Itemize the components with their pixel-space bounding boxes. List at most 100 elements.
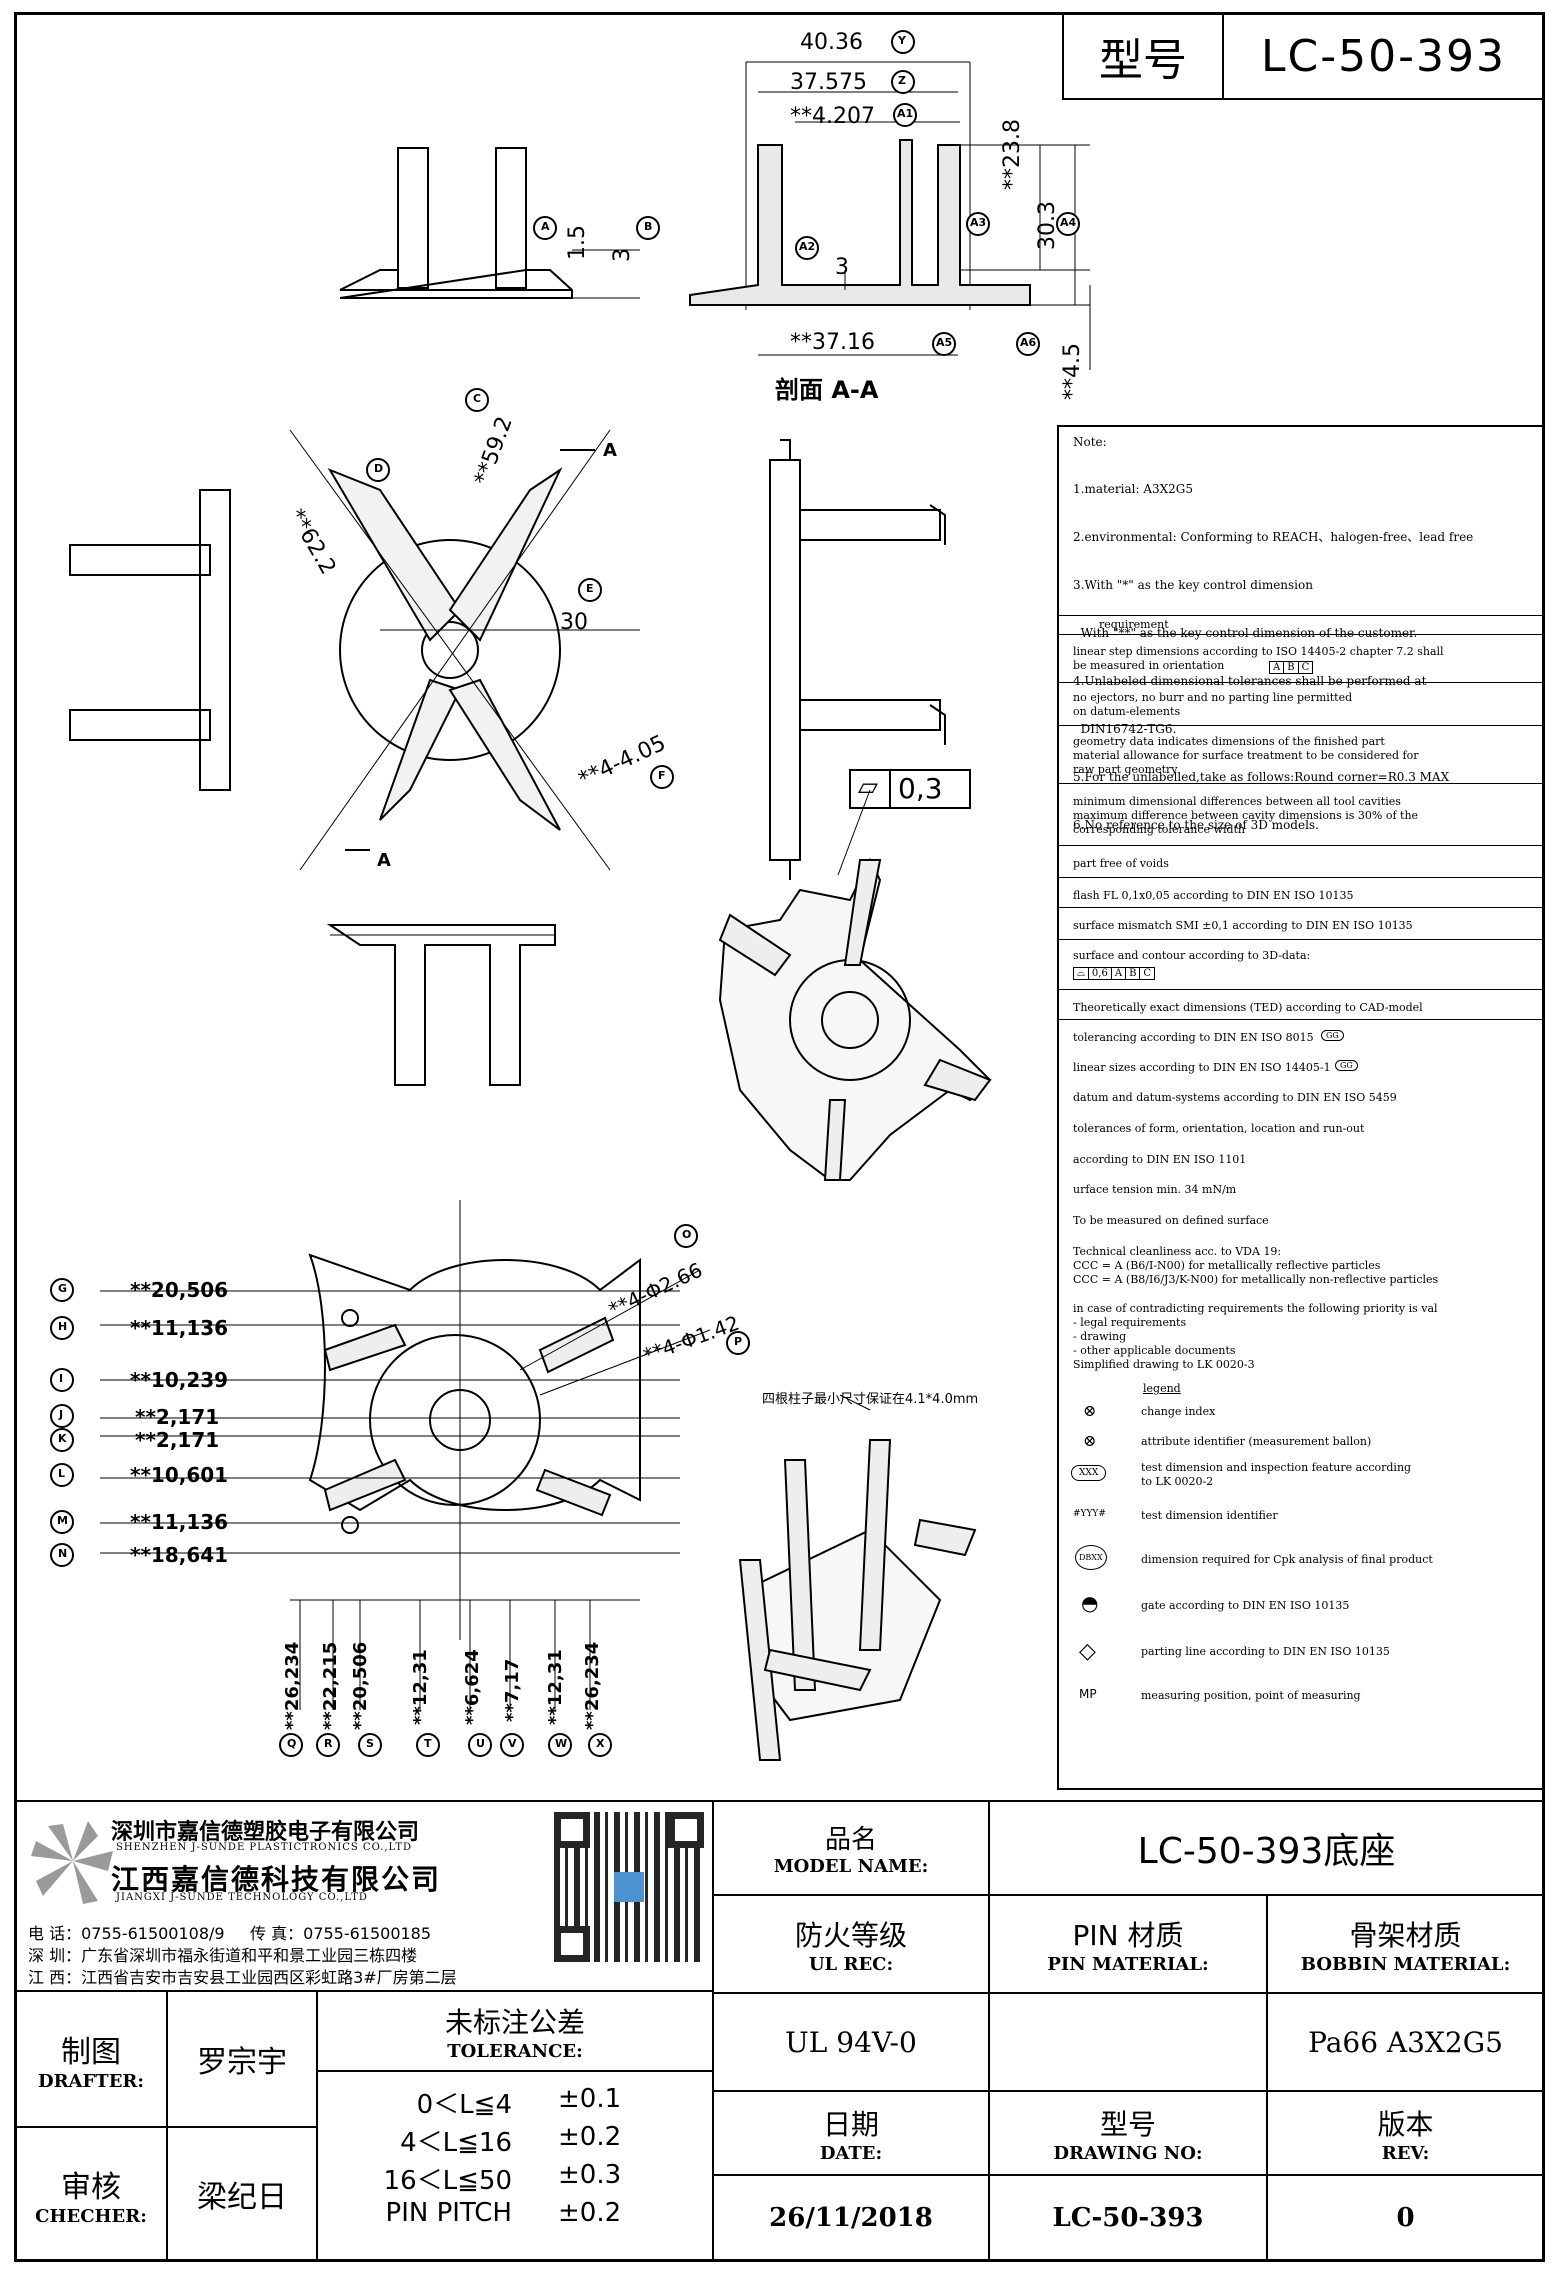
date-en: DATE: bbox=[819, 2142, 883, 2164]
contour-cell: A bbox=[1111, 967, 1127, 980]
company-name-sz: 深圳市嘉信德塑胶电子有限公司 bbox=[111, 1820, 420, 1845]
balloon-d: D bbox=[374, 462, 384, 475]
bobbin-cn: 骨架材质 bbox=[1349, 1918, 1462, 1952]
legend-text: parting line according to DIN EN ISO 101… bbox=[1141, 1645, 1390, 1658]
dim-j: **2,171 bbox=[135, 1405, 220, 1429]
dim-u: **6,624 bbox=[462, 1649, 483, 1725]
technical-drawing bbox=[50, 30, 1091, 1761]
abc-cell: A bbox=[1269, 661, 1285, 674]
divider bbox=[1059, 783, 1545, 784]
model-value: LC-50-393 bbox=[1261, 30, 1506, 82]
abc-cell: B bbox=[1284, 661, 1299, 674]
balloon-l: L bbox=[58, 1467, 66, 1480]
legend-symbol: ⊗ bbox=[1083, 1401, 1097, 1420]
dim-4-5: **4.5 bbox=[1060, 343, 1085, 400]
checker-en: CHECHER: bbox=[35, 2205, 147, 2227]
dim-1-5: 1.5 bbox=[565, 225, 590, 260]
bobbin-en: BOBBIN MATERIAL: bbox=[1300, 1953, 1511, 1975]
balloon-c: C bbox=[473, 392, 482, 405]
requirement-item: flash FL 0,1x0,05 according to DIN EN IS… bbox=[1073, 889, 1354, 902]
dim-a4-h: **23.8 bbox=[1000, 119, 1025, 190]
rev-en: REV: bbox=[1381, 2142, 1430, 2164]
legend-symbol: MP bbox=[1079, 1687, 1097, 1701]
free-line: Technical cleanliness acc. to VDA 19: bbox=[1073, 1245, 1282, 1258]
legend-symbol: ⊗ bbox=[1083, 1431, 1097, 1450]
note-line: 2.environmental: Conforming to REACH、hal… bbox=[1073, 530, 1474, 544]
bobbin-label-cell: 骨架材质 BOBBIN MATERIAL: bbox=[1266, 1894, 1545, 1994]
dim-t: **12,31 bbox=[410, 1649, 431, 1725]
legend-text: test dimension identifier bbox=[1141, 1509, 1278, 1522]
legend-text: attribute identifier (measurement ballon… bbox=[1141, 1435, 1372, 1448]
side-view-top-left bbox=[339, 147, 640, 299]
free-line: CCC = A (B6/I-N00) for metallically refl… bbox=[1073, 1259, 1381, 1272]
checker-label-cell: 审核 CHECHER: bbox=[14, 2126, 168, 2262]
requirement-item: linear step dimensions according to ISO … bbox=[1073, 645, 1444, 672]
note-line: With "**" as the key control dimension o… bbox=[1073, 626, 1418, 640]
legend-text: gate according to DIN EN ISO 10135 bbox=[1141, 1599, 1350, 1612]
company-addr-sz: 深 圳：广东省深圳市福永街道和平和景工业园三栋四楼 bbox=[28, 1946, 418, 1965]
legend-head: legend bbox=[1143, 1382, 1181, 1395]
balloon-a4: A4 bbox=[1060, 216, 1077, 229]
ul-label-cell: 防火等级 UL REC: bbox=[712, 1894, 990, 1994]
balloon-k: K bbox=[58, 1432, 67, 1445]
requirement-item: geometry data indicates dimensions of th… bbox=[1073, 735, 1419, 776]
section-a-a bbox=[689, 61, 1091, 370]
drafter-value: 罗宗宇 bbox=[197, 2045, 287, 2080]
rev-label-cell: 版本 REV: bbox=[1266, 2090, 1545, 2176]
free-line: in case of contradicting requirements th… bbox=[1073, 1302, 1438, 1315]
dim-q: **26,234 bbox=[282, 1641, 303, 1730]
cut-mark-bottom: A bbox=[377, 850, 391, 871]
balloon-i: I bbox=[59, 1372, 64, 1385]
dim-y: 40.36 bbox=[800, 30, 863, 55]
free-line: datum and datum-systems according to DIN… bbox=[1073, 1091, 1397, 1104]
dim-z: 37.575 bbox=[790, 70, 867, 95]
dim-h: **11,136 bbox=[130, 1316, 229, 1340]
balloon-a3: A3 bbox=[970, 216, 987, 229]
balloon-m: M bbox=[57, 1514, 68, 1527]
dim-bottom-37: **37.16 bbox=[790, 330, 875, 355]
model-name-label-cell: 品名 MODEL NAME: bbox=[712, 1800, 990, 1896]
free-line: according to DIN EN ISO 1101 bbox=[1073, 1153, 1247, 1166]
contour-cell: B bbox=[1126, 967, 1141, 980]
flatness-frame bbox=[849, 769, 971, 809]
tolerance-value: ±0.2 bbox=[558, 2122, 622, 2152]
balloon-circles bbox=[50, 30, 1080, 1757]
divider bbox=[1059, 989, 1545, 990]
legend-text: dimension required for Cpk analysis of f… bbox=[1141, 1553, 1433, 1566]
tolerance-value: ±0.1 bbox=[558, 2084, 622, 2114]
model-name-cn: 品名 bbox=[824, 1825, 877, 1855]
model-name-value-cell: LC-50-393底座 bbox=[988, 1800, 1545, 1896]
bobbin-value: Pa66 A3X2G5 bbox=[1308, 2025, 1503, 2059]
dim-i: **10,239 bbox=[130, 1368, 229, 1392]
flatness-value: 0,3 bbox=[898, 772, 943, 805]
balloon-n: N bbox=[58, 1547, 68, 1560]
free-line: To be measured on defined surface bbox=[1073, 1214, 1269, 1227]
requirements-panel: Note: 1.material: A3X2G5 2.environmental… bbox=[1057, 425, 1545, 1790]
iso-view-bottom bbox=[738, 1394, 977, 1761]
balloon-r: R bbox=[324, 1737, 333, 1750]
contour-cell: ⌓ bbox=[1073, 967, 1089, 980]
legend-text: measuring position, point of measuring bbox=[1141, 1689, 1361, 1702]
drafter-en: DRAFTER: bbox=[37, 2070, 145, 2092]
drawing-no-value-cell: LC-50-393 bbox=[988, 2174, 1268, 2262]
dim-a1: **4.207 bbox=[790, 104, 875, 129]
drafter-value-cell: 罗宗宇 bbox=[166, 1990, 318, 2128]
dim-s: **20,506 bbox=[350, 1641, 371, 1730]
balloon-p: P bbox=[734, 1335, 743, 1348]
balloon-h: H bbox=[58, 1320, 68, 1333]
pin-value-cell bbox=[988, 1992, 1268, 2092]
dim-w: **12,31 bbox=[545, 1649, 566, 1725]
ul-value: UL 94V-0 bbox=[785, 2025, 917, 2059]
front-view-middle bbox=[326, 924, 556, 1086]
tolerance-value: ±0.2 bbox=[558, 2198, 622, 2228]
tolerance-en: TOLERANCE: bbox=[447, 2040, 583, 2062]
balloon-a6: A6 bbox=[1020, 336, 1037, 349]
contour-cell: 0,6 bbox=[1088, 967, 1112, 980]
dim-l: **10,601 bbox=[130, 1463, 229, 1487]
dim-n: **18,641 bbox=[130, 1543, 229, 1567]
balloon-a1: A1 bbox=[897, 107, 914, 120]
legend-symbol: #YYY# bbox=[1073, 1509, 1106, 1519]
company-addr-jx: 江 西：江西省吉安市吉安县工业园西区彩虹路3#厂房第二层 bbox=[28, 1968, 457, 1987]
balloon-w: W bbox=[555, 1737, 568, 1750]
drawing-no-value: LC-50-393 bbox=[1052, 2203, 1204, 2233]
